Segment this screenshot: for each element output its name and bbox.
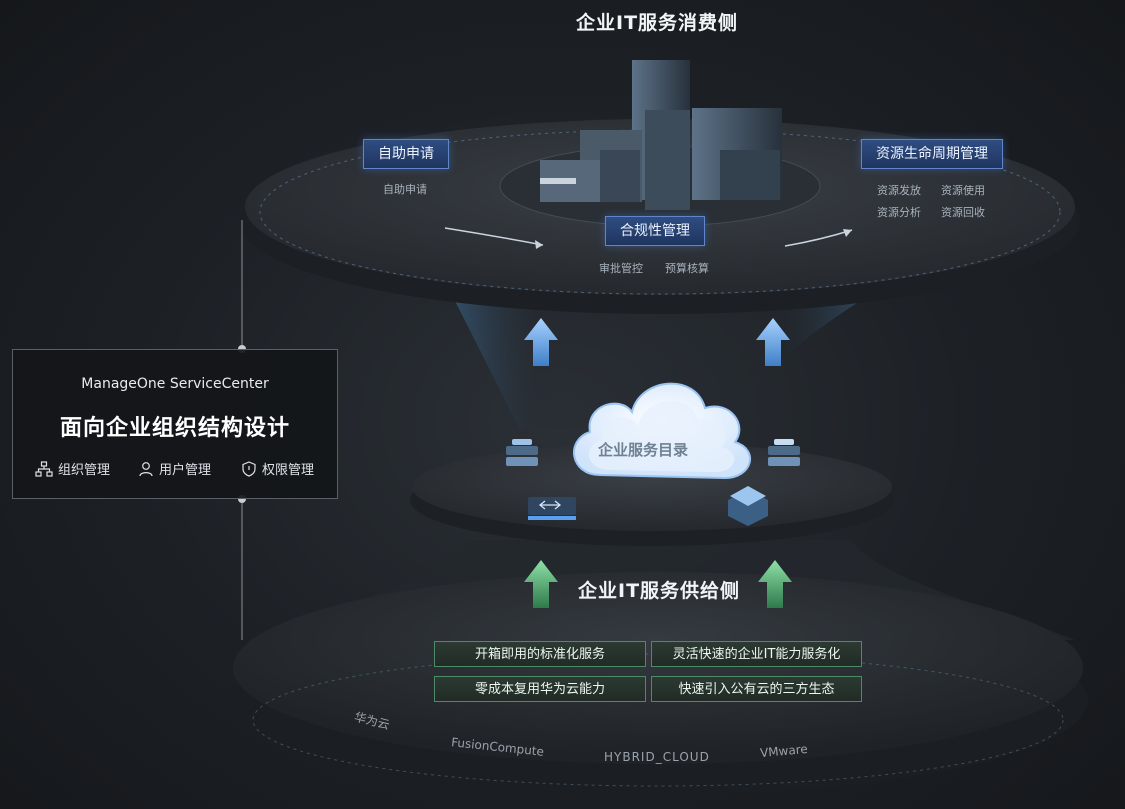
capability-third-party-ecosystem: 快速引入公有云的三方生态 [651, 676, 862, 702]
server-stack-icon-right [768, 439, 800, 466]
flow-arrowhead-left [535, 240, 543, 249]
compliance-item-approval: 审批管控 [599, 262, 643, 275]
up-arrow-blue-right [756, 318, 790, 366]
lifecycle-tag: 资源生命周期管理 [861, 139, 1003, 169]
lifecycle-item-usage: 资源使用 [941, 184, 985, 197]
up-arrow-green-left [524, 560, 558, 608]
supply-side-title: 企业IT服务供给侧 [578, 580, 741, 602]
lifecycle-item-analysis: 资源分析 [877, 206, 921, 219]
capability-standard-services: 开箱即用的标准化服务 [434, 641, 646, 667]
consumer-side-title: 企业IT服务消费侧 [576, 12, 739, 34]
feature-org-management: 组织管理 [35, 459, 110, 478]
feature-user-label: 用户管理 [159, 463, 212, 478]
bottom-platform [233, 572, 1083, 764]
hex-node-icon [728, 486, 768, 526]
panel-headline: 面向企业组织结构设计 [59, 416, 290, 441]
up-arrow-blue-left [524, 318, 558, 366]
panel-product-name: ManageOne ServiceCenter [81, 376, 269, 392]
city-buildings-illustration [540, 60, 782, 210]
user-icon [139, 462, 153, 477]
flow-arrow-left [444, 227, 544, 246]
bottom-platform-ring [252, 653, 1064, 787]
vendor-hybrid-cloud: HYBRID_CLOUD [604, 750, 710, 764]
self-service-item: 自助申请 [383, 183, 427, 196]
service-catalog-label: 企业服务目录 [598, 441, 689, 459]
capability-it-servitization: 灵活快速的企业IT能力服务化 [651, 641, 862, 667]
server-stack-icon-left [506, 439, 538, 466]
feature-user-management: 用户管理 [138, 459, 211, 478]
compliance-item-budget: 预算核算 [665, 262, 709, 275]
feature-org-label: 组织管理 [58, 463, 111, 478]
cloud-icon [573, 382, 752, 480]
feature-permission-management: 权限管理 [241, 459, 314, 478]
flow-arrowhead-right [843, 229, 852, 237]
lifecycle-item-provision: 资源发放 [877, 184, 921, 197]
lifecycle-item-reclaim: 资源回收 [941, 206, 985, 219]
shield-icon [242, 461, 256, 477]
feature-permission-label: 权限管理 [262, 463, 315, 478]
servicecenter-panel: ManageOne ServiceCenter 面向企业组织结构设计 组织管理 … [12, 349, 338, 499]
compliance-tag: 合规性管理 [605, 216, 705, 246]
up-arrow-green-right [758, 560, 792, 608]
self-service-tag: 自助申请 [363, 139, 449, 169]
capability-reuse-huawei-cloud: 零成本复用华为云能力 [434, 676, 646, 702]
network-switch-icon [528, 497, 576, 520]
org-chart-icon [35, 461, 53, 477]
